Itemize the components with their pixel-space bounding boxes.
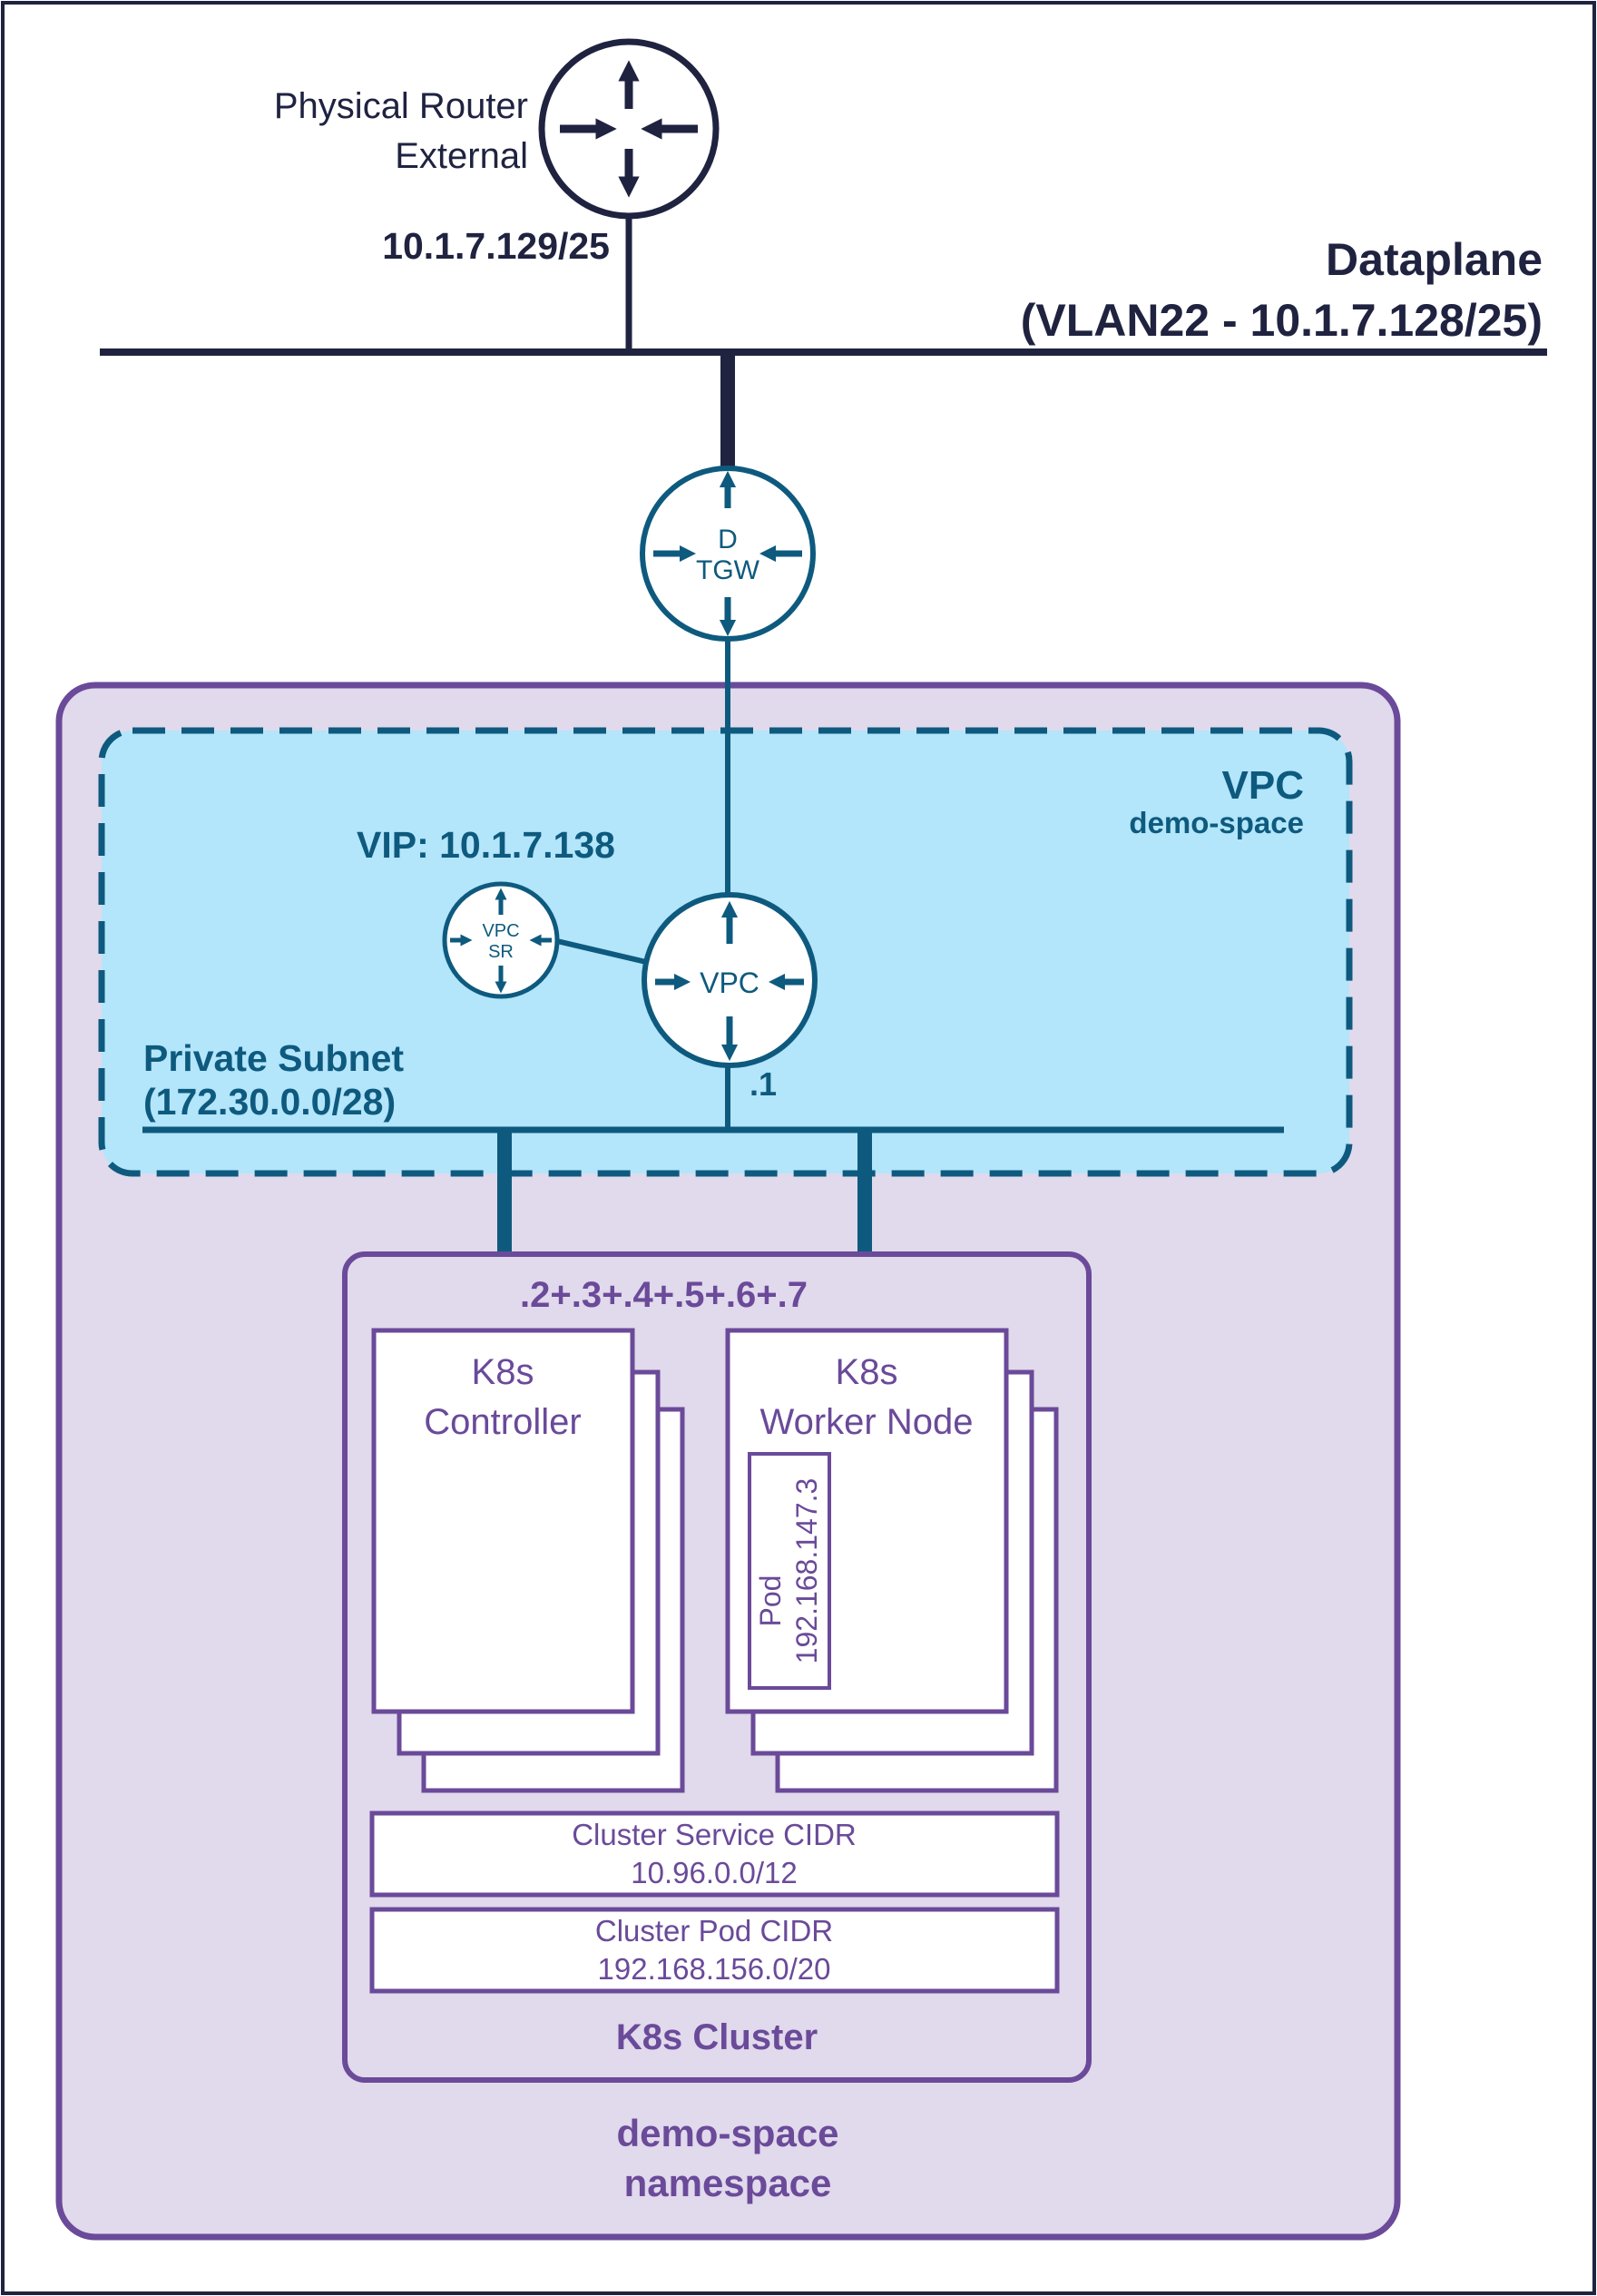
service-cidr-box [369,1810,1060,1898]
k8s-worker-label-line1: K8s [836,1352,898,1392]
node-ip-range: .2+.3+.4+.5+.6+.7 [520,1275,808,1315]
pod-cidr-box [369,1907,1060,1994]
vpc-subtitle: demo-space [1129,806,1304,839]
vpc-router: VPC [642,892,818,1068]
private-subnet-title: Private Subnet [143,1037,404,1079]
dataplane-subtitle: (VLAN22 - 10.1.7.128/25) [1021,295,1543,346]
dataplane-title: Dataplane [1326,234,1543,285]
namespace-label-line2: namespace [624,2162,832,2204]
dtgw-router: D TGW [640,466,816,642]
k8s-cluster-label: K8s Cluster [616,2017,818,2057]
vip-label: VIP: 10.1.7.138 [357,824,615,866]
vpc-sr-label-line1: VPC [482,921,519,941]
k8s-worker-label-line2: Worker Node [760,1402,974,1442]
pod-ip: 192.168.147.3 [790,1478,823,1664]
physical-router-label-line2: External [395,136,528,176]
vpc-title: VPC [1222,763,1304,808]
vpc-sr-router: VPC SR [442,881,560,999]
namespace-label-line1: demo-space [616,2112,838,2154]
pod-label: Pod [754,1575,787,1627]
vpc-sr-label-line2: SR [488,942,514,962]
private-subnet-cidr: (172.30.0.0/28) [143,1081,396,1123]
vpcsr-vpc-link [556,938,647,965]
k8s-controller-stack: K8s Controller [371,1328,685,1793]
service-cidr-title: Cluster Service CIDR [572,1818,857,1851]
dtgw-label-line1: D [718,525,738,554]
vpc-router-label: VPC [700,966,759,999]
k8s-controller-card [371,1328,635,1714]
dtgw-arrows-icon [653,470,802,637]
router-arrows-icon [560,60,698,198]
pod-box [748,1452,831,1690]
k8s-controller-label-line1: K8s [472,1352,534,1392]
physical-router-label-line1: Physical Router [274,86,528,126]
pod-cidr-title: Cluster Pod CIDR [595,1914,833,1948]
vpc-gateway-suffix: .1 [750,1065,777,1103]
physical-router-ip: 10.1.7.129/25 [382,225,610,267]
vpc-sr-arrows-icon [450,888,552,994]
pod-cidr-value: 192.168.156.0/20 [598,1952,831,1986]
dtgw-label-line2: TGW [696,555,760,585]
k8s-worker-stack: K8s Worker Node Pod 192.168.147.3 [725,1328,1059,1793]
k8s-controller-label-line2: Controller [424,1402,581,1442]
service-cidr-value: 10.96.0.0/12 [631,1856,798,1889]
physical-router [538,38,720,220]
vpc-router-arrows-icon [655,900,804,1062]
